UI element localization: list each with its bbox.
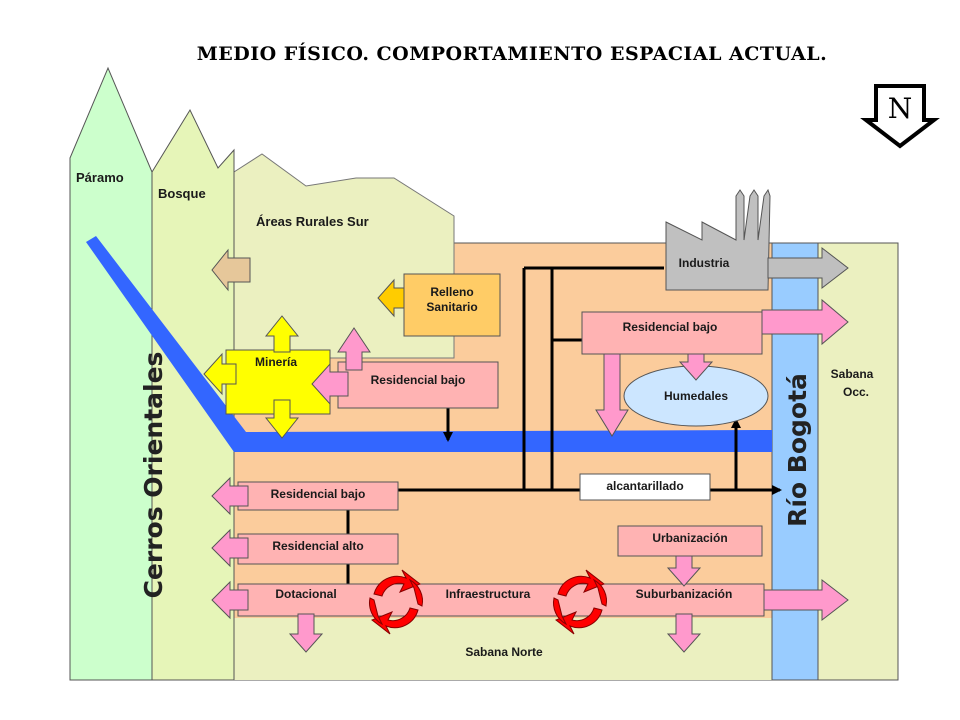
residencial-bajo-top-box <box>581 311 763 355</box>
cycle-icon <box>369 569 423 635</box>
canal <box>86 236 772 452</box>
relleno-label-2: Sanitario <box>426 300 477 314</box>
residencial-bajo-left-label: Residencial bajo <box>271 487 366 501</box>
suburbanizacion-label: Suburbanización <box>636 587 733 601</box>
tan-left-arrow-icon <box>211 248 251 292</box>
rurales-sur-label: Áreas Rurales Sur <box>256 214 369 229</box>
mineria-up-arrow-icon <box>264 315 300 353</box>
dotacional-down-arrow-icon <box>288 613 324 653</box>
residencial-bajo-mid-label: Residencial bajo <box>371 373 466 387</box>
res-bajo-mid-left-arrow-icon <box>311 362 349 406</box>
paramo-label: Páramo <box>76 170 124 185</box>
industria-factory: Industria <box>665 188 771 291</box>
page-title: MEDIO FÍSICO. COMPORTAMIENTO ESPACIAL AC… <box>197 42 828 65</box>
res-bajo-top-right-arrow-icon <box>761 298 849 346</box>
connector-lines <box>346 266 782 586</box>
sabana-occ-label-1: Sabana <box>831 367 874 381</box>
paramo-region <box>69 66 153 681</box>
alcantarillado-label: alcantarillado <box>606 479 683 493</box>
north-label: N <box>888 92 913 125</box>
north-arrow-icon: N <box>860 84 940 149</box>
mineria-left-arrow-icon <box>203 352 237 396</box>
relleno-left-arrow-icon <box>377 278 405 318</box>
sabana-occ-label-2: Occ. <box>843 385 869 399</box>
suburbanizacion-right-arrow-icon <box>763 578 849 622</box>
residencial-alto-label: Residencial alto <box>272 539 363 553</box>
mineria-down-arrow-icon <box>264 399 300 439</box>
bosque-label: Bosque <box>158 186 206 201</box>
sabana-norte-label: Sabana Norte <box>465 645 543 659</box>
humedales-label: Humedales <box>664 389 728 403</box>
relleno-label-1: Relleno <box>430 285 473 299</box>
dotacional-left-arrow-icon <box>211 580 249 620</box>
res-bajo-mid-up-arrow-icon <box>337 327 371 371</box>
industria-right-arrow-icon <box>767 246 849 290</box>
res-bajo-top-humedales-arrow-icon <box>678 353 714 381</box>
alcantarillado-box <box>579 473 711 501</box>
urbanizacion-label: Urbanización <box>652 531 727 545</box>
residencial-bajo-left-box <box>237 481 399 511</box>
urbanizacion-box <box>617 525 763 557</box>
areas-rurales-sur-region <box>231 153 455 681</box>
res-bajo-left-arrow-icon <box>211 476 249 516</box>
rio-bogota-label: Río Bogotá <box>783 373 812 527</box>
mineria-label: Minería <box>255 355 297 369</box>
suburbanizacion-down-arrow-icon <box>666 613 702 653</box>
dotacional-label: Dotacional <box>275 587 336 601</box>
cycle-icon <box>553 569 607 635</box>
residencial-bajo-top-label: Residencial bajo <box>623 320 718 334</box>
residencial-bajo-mid-box <box>337 361 499 409</box>
res-bajo-top-down-arrow-icon <box>595 353 629 437</box>
cerros-orientales-label: Cerros Orientales <box>139 352 168 599</box>
urbanizacion-down-arrow-icon <box>666 555 702 587</box>
residencial-alto-box <box>237 533 399 565</box>
infraestructura-label: Infraestructura <box>446 587 531 601</box>
res-alto-left-arrow-icon <box>211 528 249 568</box>
industria-label: Industria <box>679 256 730 270</box>
